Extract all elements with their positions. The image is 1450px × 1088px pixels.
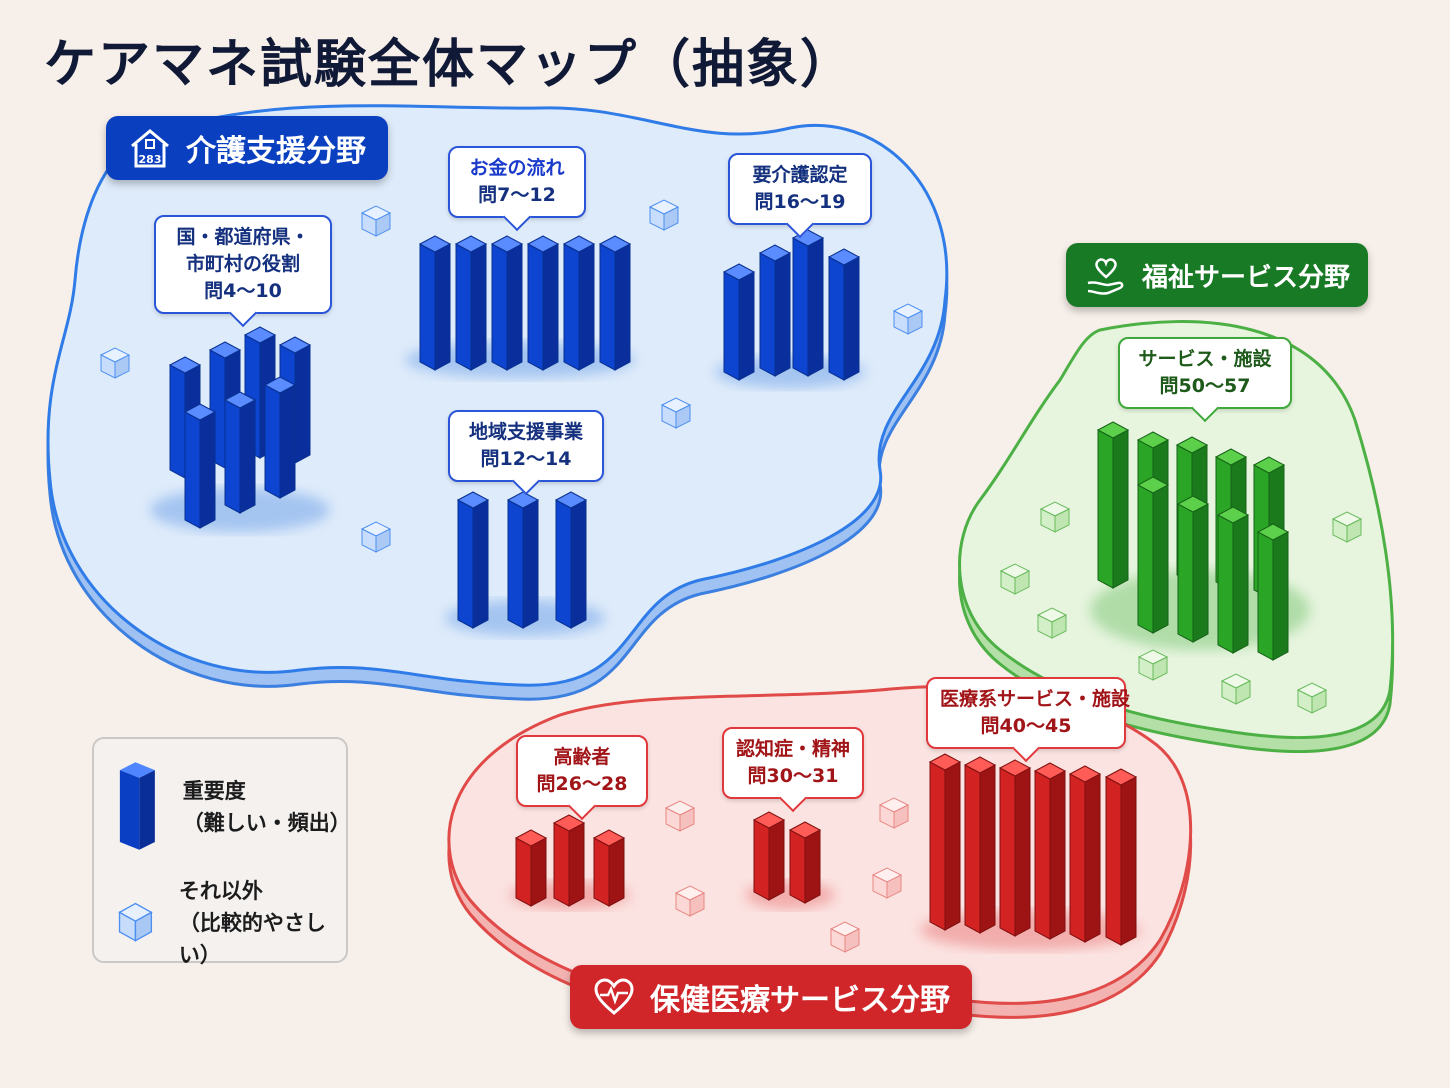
topic-callout-yakuwari: 国・都道府県・ 市町村の役割 問4〜10 (154, 215, 332, 314)
topic-name: 医療系サービス・施設 (940, 688, 1131, 710)
legend: 重要度 （難しい・頻出） それ以外 （比較的やさしい） (92, 737, 351, 967)
small-cube-icon (118, 902, 153, 942)
kaigo-area-label: 介護支援分野 (186, 134, 366, 169)
minor-topic-cube (829, 921, 861, 953)
topic-callout-chiiki: 地域支援事業 問12〜14 (448, 410, 604, 482)
topic-callout-iryou: 医療系サービス・施設 問40〜45 (926, 677, 1131, 749)
minor-topic-cube (1039, 501, 1071, 533)
legend-other-label: それ以外 (178, 879, 263, 903)
minor-topic-cube (871, 867, 903, 899)
topic-range: 問16〜19 (754, 191, 846, 213)
bar-okane (418, 235, 452, 371)
bar-okane (562, 235, 596, 371)
bar-service (1096, 421, 1130, 589)
topic-name: 要介護認定 (752, 164, 848, 186)
minor-topic-cube (1036, 607, 1068, 639)
bar-okane (526, 235, 560, 371)
heart-hand-icon (1084, 253, 1128, 297)
bar-ninchisho (752, 811, 786, 901)
minor-topic-cube (674, 885, 706, 917)
minor-topic-cube (360, 521, 392, 553)
bar-okane (454, 235, 488, 371)
page-title: ケアマネ試験全体マップ（抽象） (44, 35, 855, 95)
house-icon: 283 (128, 126, 172, 170)
topic-range: 問40〜45 (980, 715, 1072, 737)
minor-topic-cube (664, 800, 696, 832)
fukushi-area-label: 福祉サービス分野 (1142, 262, 1351, 293)
minor-topic-cube (999, 563, 1031, 595)
topic-range: 問50〜57 (1159, 375, 1251, 397)
cube-layer (99, 199, 1363, 953)
bar-chiiki (554, 491, 588, 629)
legend-important-note: （難しい・頻出） (182, 811, 351, 835)
hoken-area-tag: 保健医療サービス分野 (570, 965, 972, 1029)
minor-topic-cube (892, 303, 924, 335)
bar-iryou (1068, 765, 1102, 943)
topic-range: 問30〜31 (747, 765, 839, 787)
bar-service (1256, 523, 1290, 661)
topic-range: 問26〜28 (536, 773, 628, 795)
minor-topic-cube (1137, 649, 1169, 681)
bar-chiiki (456, 491, 490, 629)
topic-range: 問7〜12 (478, 184, 556, 206)
legend-important-label: 重要度 (182, 779, 246, 803)
tall-bar-icon (119, 762, 155, 850)
bar-ninte (758, 244, 792, 377)
bar-ninte (827, 248, 861, 381)
bar-chiiki (506, 491, 540, 629)
bar-ninte (791, 229, 825, 377)
bar-yakuwari (223, 391, 257, 514)
topic-name: サービス・施設 (1138, 348, 1272, 370)
fukushi-area-tag: 福祉サービス分野 (1066, 243, 1369, 307)
minor-topic-cube (1331, 511, 1363, 543)
bar-ninte (722, 263, 756, 381)
topic-name: お金の流れ (469, 157, 565, 179)
bar-okane (490, 235, 524, 371)
kaigo-area-tag: 283 介護支援分野 (106, 116, 388, 180)
bar-iryou (963, 756, 997, 934)
bar-service (1136, 476, 1170, 634)
bar-service (1176, 495, 1210, 643)
topic-callout-ninchisho: 認知症・精神 問30〜31 (722, 727, 864, 799)
topic-name-line2: 市町村の役割 (185, 253, 300, 275)
topic-callout-koureisha: 高齢者 問26〜28 (516, 735, 648, 807)
topic-callout-ninte: 要介護認定 問16〜19 (728, 153, 872, 225)
bar-koureisha (514, 829, 548, 907)
minor-topic-cube (99, 347, 131, 379)
hoken-area-label: 保健医療サービス分野 (650, 983, 950, 1018)
topic-callout-service-shisetsu: サービス・施設 問50〜57 (1118, 337, 1292, 409)
legend-other: それ以外 （比較的やさしい） (116, 875, 346, 971)
minor-topic-cube (1296, 682, 1328, 714)
heartbeat-icon (592, 975, 636, 1019)
bar-iryou (928, 753, 962, 931)
bar-yakuwari (263, 376, 297, 499)
topic-name: 国・都道府県・ (176, 226, 310, 248)
topic-range: 問4〜10 (204, 280, 282, 302)
minor-topic-cube (660, 397, 692, 429)
bar-iryou (1033, 762, 1067, 940)
topic-range: 問12〜14 (480, 448, 572, 470)
topic-callout-okane: お金の流れ 問7〜12 (448, 146, 586, 218)
svg-text:283: 283 (139, 153, 162, 166)
bar-layer (150, 229, 1310, 950)
minor-topic-cube (1220, 673, 1252, 705)
minor-topic-cube (360, 205, 392, 237)
bar-iryou (1104, 768, 1138, 946)
topic-name: 認知症・精神 (736, 738, 851, 760)
bar-iryou (998, 759, 1032, 937)
bar-koureisha (552, 814, 586, 907)
bar-service (1216, 506, 1250, 654)
minor-topic-cube (648, 199, 680, 231)
bar-ninchisho (788, 821, 822, 904)
bar-koureisha (592, 829, 626, 907)
bar-yakuwari (183, 403, 217, 529)
legend-other-note: （比較的やさしい） (178, 911, 326, 967)
minor-topic-cube (878, 797, 910, 829)
legend-important: 重要度 （難しい・頻出） (116, 759, 351, 855)
bar-okane (598, 235, 632, 371)
topic-name: 高齢者 (553, 746, 611, 768)
topic-name: 地域支援事業 (468, 421, 583, 443)
